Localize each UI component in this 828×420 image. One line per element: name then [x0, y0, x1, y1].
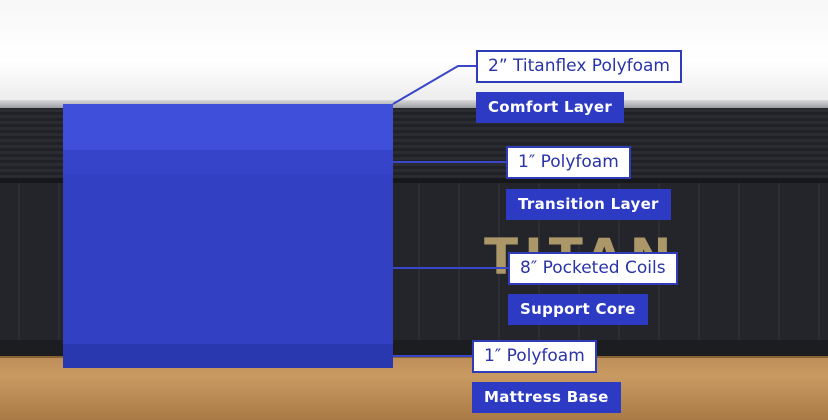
transition-layer-tag: Transition Layer: [506, 189, 671, 220]
base-thickness-label: 1″ Polyfoam: [472, 340, 597, 373]
mattress-base-tag: Mattress Base: [472, 382, 621, 413]
comfort-layer-block: [63, 104, 393, 150]
support-core-block: [63, 174, 393, 344]
comfort-thickness-label: 2” Titanflex Polyfoam: [476, 50, 682, 83]
support-thickness-label: 8″ Pocketed Coils: [508, 252, 678, 285]
comfort-layer-tag: Comfort Layer: [476, 92, 625, 123]
mattress-top-cover: [0, 0, 828, 108]
cross-section: [63, 104, 393, 368]
mattress-base-block: [63, 344, 393, 368]
transition-layer-block: [63, 150, 393, 174]
support-core-tag: Support Core: [508, 294, 648, 325]
transition-thickness-label: 1″ Polyfoam: [506, 146, 631, 179]
